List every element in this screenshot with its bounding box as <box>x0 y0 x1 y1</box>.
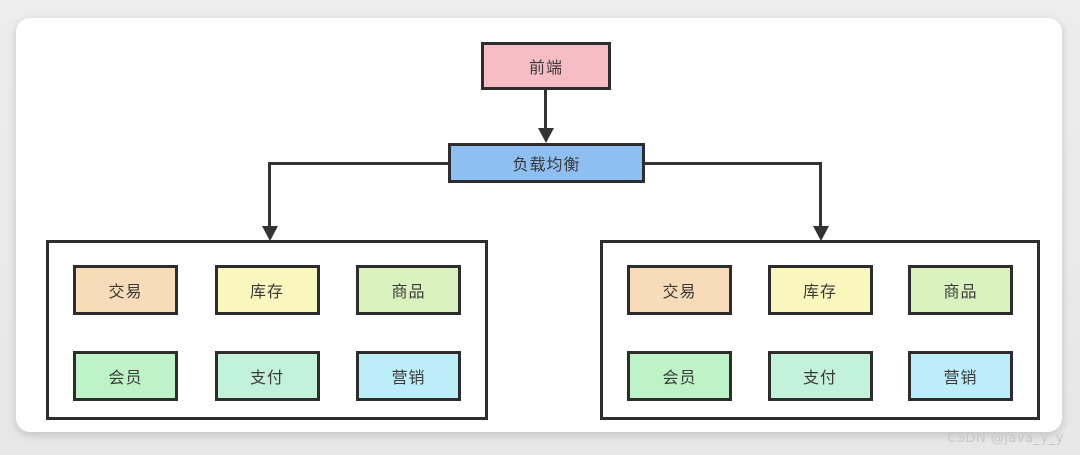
left-cluster-box: 交易 库存 商品 会员 支付 营销 <box>46 240 488 420</box>
load-balancer-node: 负载均衡 <box>448 143 645 183</box>
cluster-row: 交易 库存 商品 <box>73 265 461 315</box>
module-node-product: 商品 <box>356 265 461 315</box>
module-node-trade: 交易 <box>627 265 732 315</box>
arrowhead-down-icon <box>262 226 278 241</box>
module-node-member: 会员 <box>627 351 732 401</box>
module-node-marketing: 营销 <box>356 351 461 401</box>
module-node-trade: 交易 <box>73 265 178 315</box>
frontend-node: 前端 <box>481 42 611 90</box>
connector-lb-to-left-cluster-vertical <box>268 162 271 226</box>
cluster-row: 会员 支付 营销 <box>627 351 1013 401</box>
connector-lb-to-right-cluster-vertical <box>819 162 822 226</box>
watermark-text: CSDN @java_y_y <box>947 431 1064 446</box>
module-node-member: 会员 <box>73 351 178 401</box>
cluster-row: 交易 库存 商品 <box>627 265 1013 315</box>
module-node-inventory: 库存 <box>214 265 320 315</box>
arrowhead-down-icon <box>538 128 554 143</box>
connector-frontend-to-lb <box>544 90 547 130</box>
connector-lb-to-left-cluster-horizontal <box>269 162 448 165</box>
connector-lb-to-right-cluster-horizontal <box>645 162 822 165</box>
module-node-inventory: 库存 <box>767 265 873 315</box>
module-node-product: 商品 <box>908 265 1013 315</box>
module-node-marketing: 营销 <box>908 351 1013 401</box>
module-node-payment: 支付 <box>214 351 320 401</box>
right-cluster-box: 交易 库存 商品 会员 支付 营销 <box>600 240 1040 420</box>
cluster-row: 会员 支付 营销 <box>73 351 461 401</box>
module-node-payment: 支付 <box>767 351 873 401</box>
arrowhead-down-icon <box>813 226 829 241</box>
